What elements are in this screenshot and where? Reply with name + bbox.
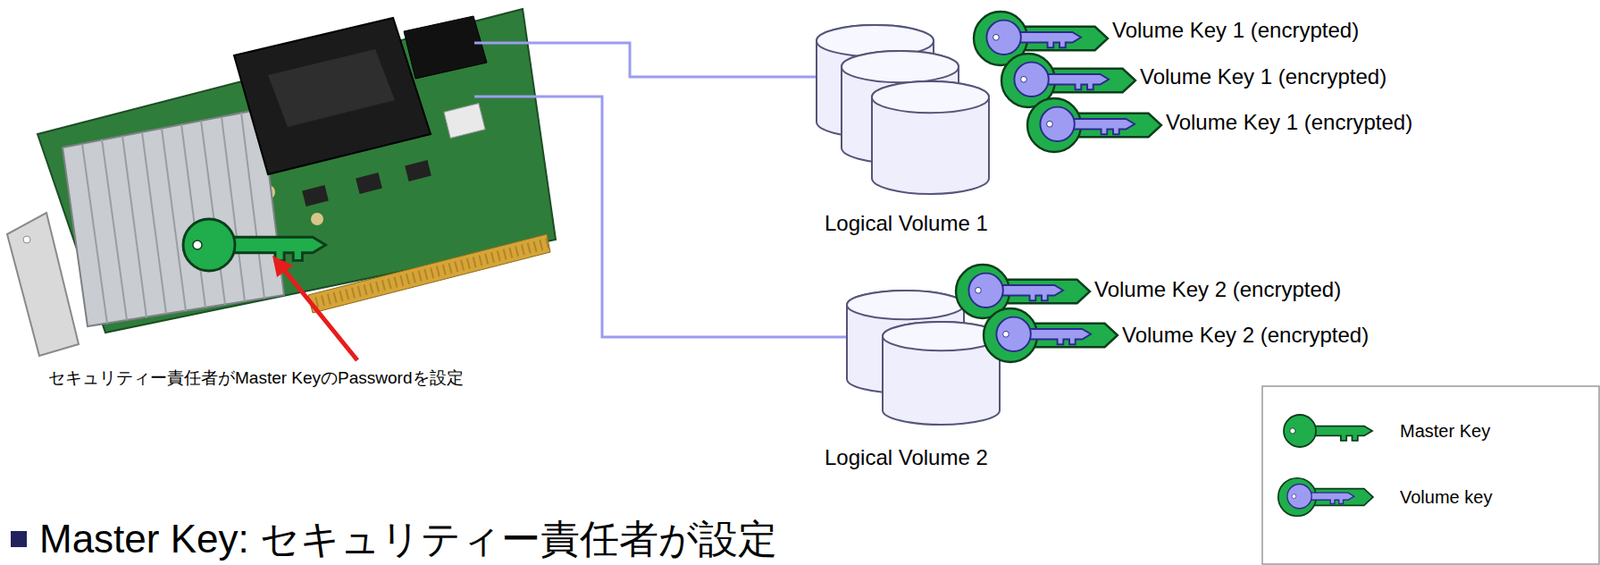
key-label: Volume Key 1 (encrypted) [1165, 109, 1413, 135]
callout-text-box: セキュリティー責任者がMaster KeyのPasswordを設定 [48, 368, 464, 388]
bullet-mark [10, 530, 27, 547]
volume-key-icon [1001, 53, 1136, 108]
key-label-box: Volume Key 1 (encrypted) [1139, 64, 1387, 90]
master-key-icon [183, 218, 327, 271]
legend-entry: Volume key [1399, 486, 1492, 508]
key-label-box: Volume Key 2 (encrypted) [1122, 322, 1369, 348]
legend-entry: Master Key [1399, 420, 1491, 442]
legend-swatch [1283, 414, 1373, 447]
link-wire [474, 96, 847, 337]
bullet-text: Master Key: セキュリティー責任者が設定 [39, 516, 778, 562]
volume-label-box: Logical Volume 1 [824, 210, 989, 236]
key-label-box: Volume Key 1 (encrypted) [1165, 109, 1413, 135]
legend-text: Master Key [1399, 420, 1491, 442]
legend-swatch [1278, 477, 1374, 517]
key-label: Volume Key 2 (encrypted) [1122, 322, 1369, 348]
key-label: Volume Key 1 (encrypted) [1112, 17, 1359, 43]
volume-label: Logical Volume 1 [824, 210, 989, 236]
key-label: Volume Key 1 (encrypted) [1139, 64, 1387, 90]
key-label: Volume Key 2 (encrypted) [1094, 276, 1341, 302]
volume-key-icon [983, 308, 1118, 362]
bullet-text-box: Master Key: セキュリティー責任者が設定 [39, 516, 778, 562]
link-wire [474, 42, 817, 77]
volume-key-icon [1027, 98, 1162, 152]
legend-text: Volume key [1399, 486, 1492, 508]
pointer-arrow [284, 270, 358, 361]
key-label-box: Volume Key 1 (encrypted) [1112, 17, 1359, 43]
volume-label-box: Logical Volume 2 [824, 444, 989, 470]
key-label-box: Volume Key 2 (encrypted) [1094, 276, 1341, 302]
volume-key-icon [955, 264, 1090, 319]
callout-text: セキュリティー責任者がMaster KeyのPasswordを設定 [48, 368, 464, 388]
legend-box [1262, 385, 1600, 564]
volume-label: Logical Volume 2 [824, 444, 989, 470]
